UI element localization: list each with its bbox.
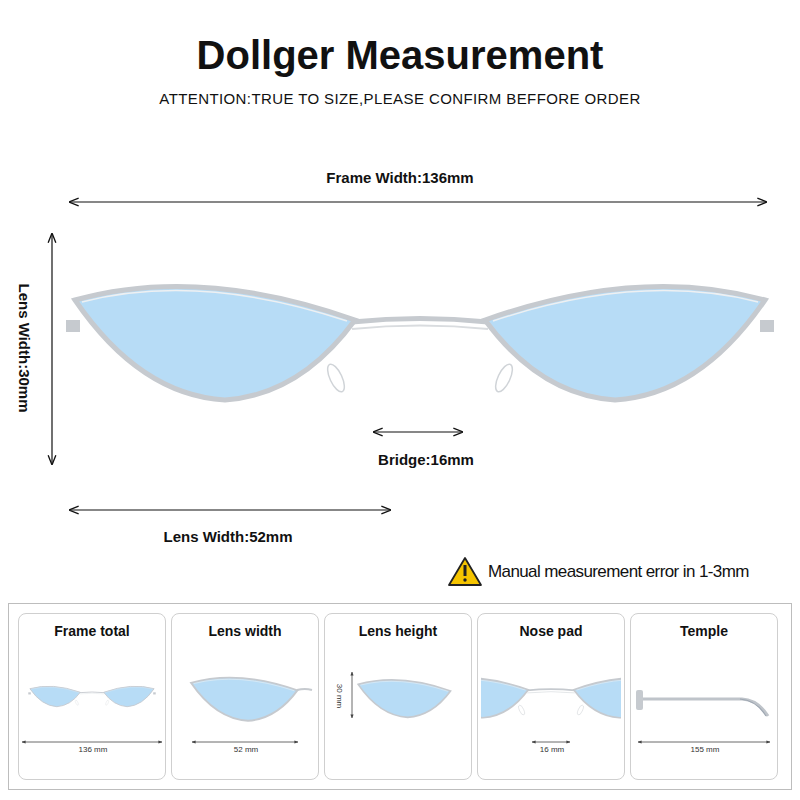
bridge-thumb	[481, 678, 621, 718]
dimension-label: Bridge:16mm	[378, 451, 474, 468]
lens-thumb	[358, 680, 450, 717]
note: ATTENTION:TRUE TO SIZE,PLEASE CONFIRM BE…	[159, 90, 640, 107]
dimension-value: 16 mm	[538, 745, 566, 754]
page-title: Dollger Measurement	[197, 32, 604, 78]
dimension-value: 136 mm	[77, 745, 110, 754]
hinge	[636, 690, 643, 710]
panel-frame	[9, 604, 792, 790]
warning-note: Manual measurement error in 1-3mm	[488, 562, 749, 582]
dimension-line	[192, 742, 298, 743]
warning-icon	[464, 565, 467, 576]
lens-thumb	[191, 678, 297, 721]
dimension-value: 155 mm	[689, 745, 722, 754]
dimension-line	[532, 742, 570, 743]
warning-icon	[449, 558, 481, 585]
dimension-label: Lens Width:52mm	[163, 528, 292, 545]
dimension-arrow	[70, 201, 766, 202]
measure-card: Lens height 30 mm	[324, 613, 472, 780]
card-heading: Frame total	[19, 623, 165, 639]
dimension-label: Frame Width:136mm	[326, 169, 473, 186]
bridge-stub	[297, 689, 312, 690]
sunglasses	[66, 286, 774, 400]
temple-tip	[740, 699, 766, 716]
measure-card: Lens width 52 mm	[171, 613, 319, 780]
dimension-arrow	[374, 431, 462, 432]
card-heading: Lens height	[325, 623, 471, 639]
dimension-arrow	[51, 234, 52, 464]
measure-card: Frame total 136 mm	[18, 613, 166, 780]
dimension-value: 30 mm	[335, 682, 344, 710]
dimension-line	[638, 742, 770, 743]
sunglasses-thumb	[28, 686, 155, 706]
warning-icon	[463, 578, 466, 581]
temple-arm	[643, 699, 768, 716]
card-heading: Nose pad	[478, 623, 624, 639]
dimension-value: 52 mm	[232, 745, 260, 754]
measure-card: Nose pad 16 mm	[477, 613, 625, 780]
dimension-line	[352, 672, 353, 718]
dimension-label: Lens Width:30mm	[15, 283, 32, 412]
measure-card: Temple 155 mm	[630, 613, 778, 780]
dimension-line	[22, 742, 162, 743]
dimension-arrow	[70, 509, 390, 510]
card-heading: Temple	[631, 623, 777, 639]
card-heading: Lens width	[172, 623, 318, 639]
